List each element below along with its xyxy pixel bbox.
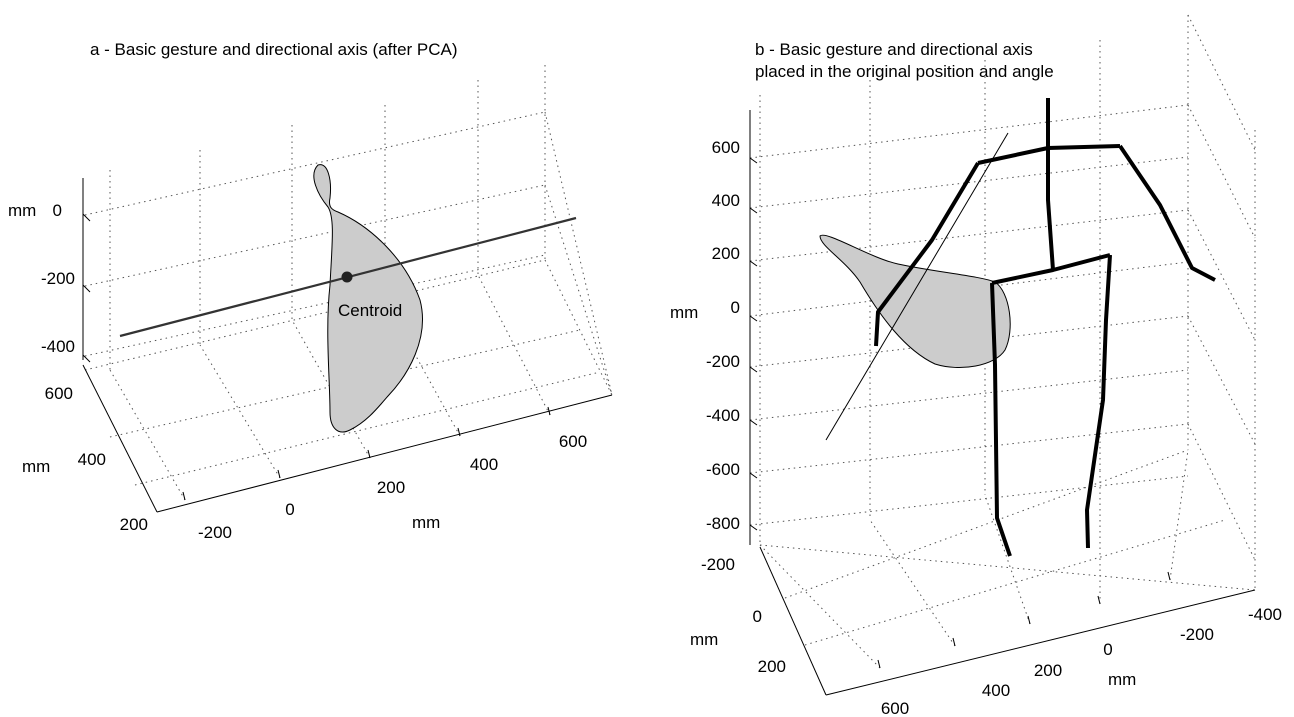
b-z-tick: -200 — [706, 352, 740, 371]
b-y-tick: 600 — [881, 699, 909, 717]
b-x-label: mm — [1108, 670, 1136, 689]
a-centroid-point — [341, 271, 353, 283]
a-centroid-label: Centroid — [338, 301, 402, 320]
a-x-tick: 600 — [559, 432, 587, 451]
b-y-tick: 400 — [982, 681, 1010, 700]
panel-b: b - Basic gesture and directional axis p… — [670, 14, 1282, 717]
panel-b-subtitle: placed in the original position and angl… — [755, 62, 1054, 81]
stick-figure-shoulders — [977, 144, 1121, 165]
b-x-tick: -200 — [1180, 625, 1214, 644]
stick-figure-left-leg — [990, 282, 1012, 557]
b-x-tick: 200 — [1034, 661, 1062, 680]
a-z-tick: 0 — [53, 201, 62, 220]
a-y-tick: 400 — [78, 450, 106, 469]
b-y-label: mm — [690, 630, 718, 649]
panel-b-title: b - Basic gesture and directional axis — [755, 40, 1033, 59]
a-y-tick: 600 — [45, 384, 73, 403]
a-y-tick: 200 — [120, 515, 148, 534]
panel-a: a - Basic gesture and directional axis (… — [8, 40, 613, 542]
b-z-tick: 600 — [712, 138, 740, 157]
a-z-tick: -400 — [41, 337, 75, 356]
b-z-tick: 0 — [731, 298, 740, 317]
b-z-label: mm — [670, 303, 698, 322]
panel-b-axes — [749, 110, 1256, 696]
stick-figure-spine — [1046, 98, 1055, 271]
b-x-tick: 0 — [1103, 640, 1112, 659]
stick-figure-left-arm — [874, 161, 980, 347]
b-y-tick: 0 — [753, 607, 762, 626]
a-x-tick: 0 — [285, 500, 294, 519]
a-z-tick: -200 — [41, 269, 75, 288]
a-y-label: mm — [22, 457, 50, 476]
panel-a-title: a - Basic gesture and directional axis (… — [90, 40, 458, 59]
stick-figure-right-leg — [1085, 254, 1112, 549]
a-gesture-shape — [313, 164, 423, 433]
b-stick-figure — [874, 98, 1216, 557]
stick-figure-right-arm — [1118, 144, 1216, 282]
panel-b-grid — [749, 14, 1256, 669]
b-directional-axis — [825, 132, 1009, 441]
b-y-tick: 200 — [758, 657, 786, 676]
a-x-label: mm — [412, 513, 440, 532]
b-z-tick: -400 — [706, 406, 740, 425]
a-z-label: mm — [8, 201, 36, 220]
b-z-tick: -800 — [706, 514, 740, 533]
b-y-tick: -200 — [701, 555, 735, 574]
panel-a-grid — [84, 65, 613, 501]
stick-figure-hips — [991, 253, 1111, 285]
panel-a-axes — [82, 178, 613, 513]
a-x-tick: 200 — [377, 478, 405, 497]
a-x-tick: 400 — [470, 455, 498, 474]
b-z-tick: -600 — [706, 460, 740, 479]
b-gesture-shape — [819, 234, 1011, 368]
a-x-tick: -200 — [198, 523, 232, 542]
b-z-tick: 400 — [712, 191, 740, 210]
b-x-tick: -400 — [1248, 605, 1282, 624]
b-z-tick: 200 — [712, 244, 740, 263]
